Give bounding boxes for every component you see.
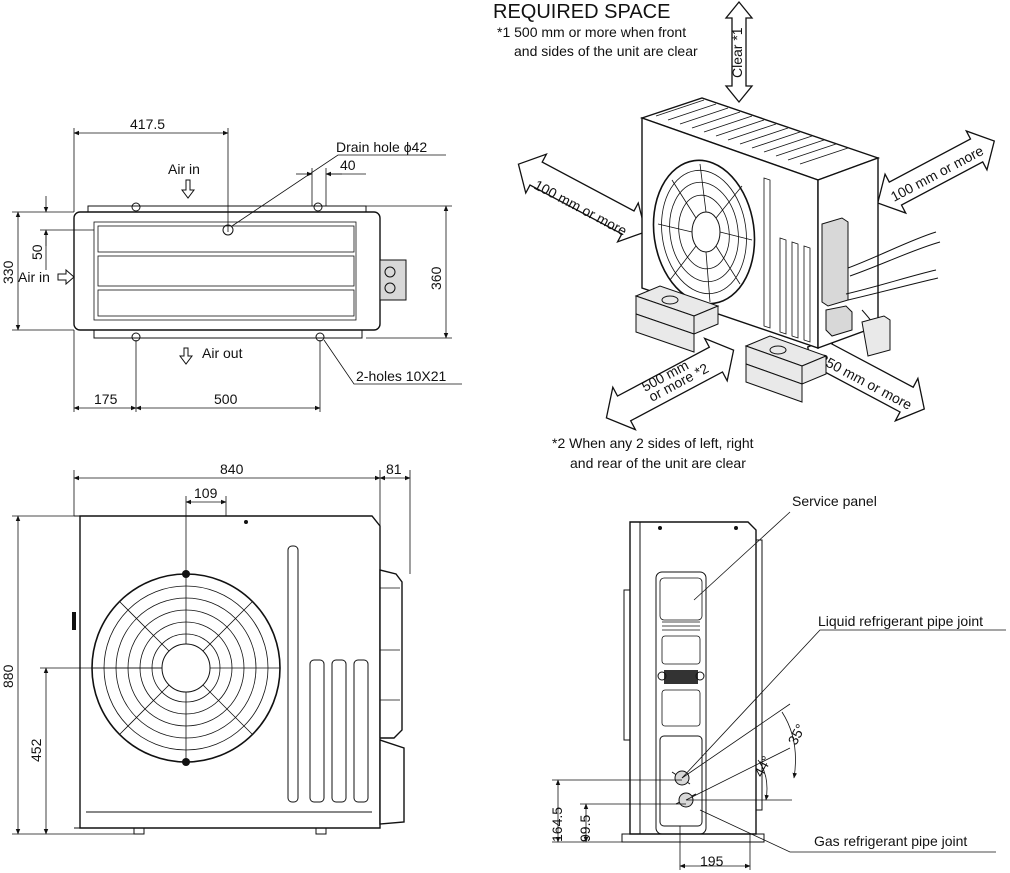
top-view: 417.5 Drain hole ϕ42 40 Air in Air in Ai… <box>0 116 462 412</box>
right-clearance-label: 100 mm or more <box>888 142 986 204</box>
note-2-line-2: and rear of the unit are clear <box>570 455 746 471</box>
dim-109: 109 <box>194 485 218 501</box>
side-view: Service panel Liquid refrigerant pipe jo… <box>549 493 1006 870</box>
left-foot-block <box>634 285 720 353</box>
right-clearance-arrow: 100 mm or more <box>876 129 996 215</box>
note-2-line-1: *2 When any 2 sides of left, right <box>552 435 754 451</box>
dim-164-5: 164.5 <box>549 807 565 842</box>
air-in-left-arrow-icon <box>57 268 75 286</box>
dim-452: 452 <box>28 738 44 762</box>
front-view: 840 81 109 880 452 <box>0 461 411 835</box>
dim-99-5: 99.5 <box>577 815 593 842</box>
top-view-outline <box>73 211 381 331</box>
air-in-left-label: Air in <box>18 269 50 285</box>
required-space-title: REQUIRED SPACE <box>493 1 670 23</box>
gas-joint-label: Gas refrigerant pipe joint <box>814 833 967 849</box>
top-view-valve-box <box>379 259 407 301</box>
dim-360: 360 <box>428 266 444 290</box>
note-1-line-1: *1 500 mm or more when front <box>497 24 686 40</box>
air-out-arrow-icon <box>179 347 193 365</box>
isometric-unit <box>634 97 941 403</box>
dim-195: 195 <box>700 853 724 869</box>
dim-50: 50 <box>29 244 45 260</box>
liquid-joint-label: Liquid refrigerant pipe joint <box>818 613 983 629</box>
angle-35: 35° <box>785 721 809 747</box>
dim-500: 500 <box>214 391 238 407</box>
clear-label: Clear *1 <box>729 27 745 78</box>
service-panel-label: Service panel <box>792 493 877 509</box>
dim-330: 330 <box>0 260 16 284</box>
required-space-section: REQUIRED SPACE *1 500 mm or more when fr… <box>493 0 996 471</box>
air-in-top-label: Air in <box>168 161 200 177</box>
dim-81: 81 <box>386 461 402 477</box>
air-in-top-arrow-icon <box>181 179 195 199</box>
right-foot-block <box>744 315 891 403</box>
air-out-label: Air out <box>202 345 243 361</box>
holes-label: 2-holes 10X21 <box>356 368 447 384</box>
front-clearance-arrow: 500 mm or more *2 <box>605 337 735 431</box>
front-view-outline <box>79 515 381 829</box>
dim-175: 175 <box>94 391 118 407</box>
dim-417-5: 417.5 <box>130 116 165 132</box>
note-1-line-2: and sides of the unit are clear <box>514 43 698 59</box>
dim-40: 40 <box>340 157 356 173</box>
left-clearance-arrow: 100 mm or more <box>517 152 647 244</box>
clear-top-arrow: Clear *1 <box>724 0 754 104</box>
dim-840: 840 <box>220 461 244 477</box>
drain-hole-label: Drain hole ϕ42 <box>336 139 427 155</box>
dim-880: 880 <box>0 664 16 688</box>
